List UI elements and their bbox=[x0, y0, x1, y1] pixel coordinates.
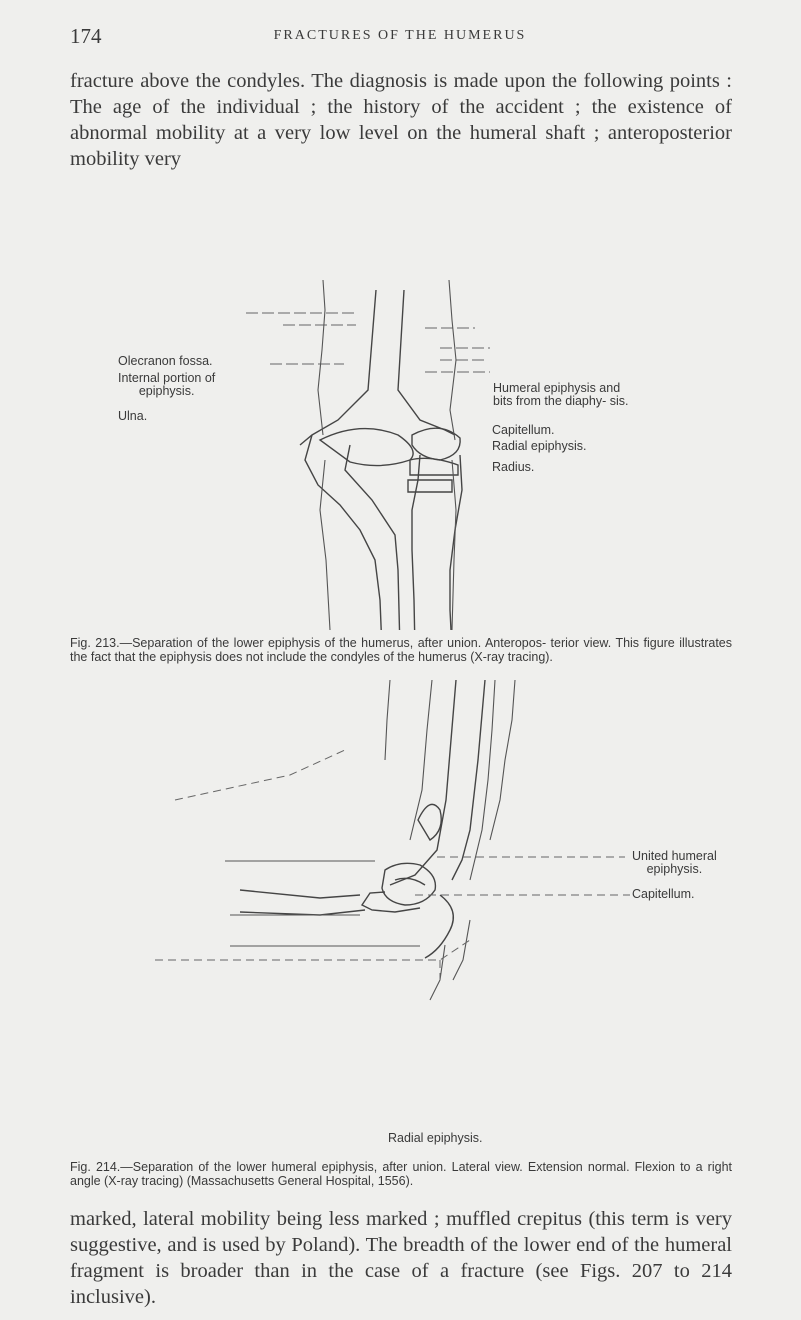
figure-214-caption: Fig. 214.—Separation of the lower humera… bbox=[70, 1160, 732, 1188]
page-number: 174 bbox=[70, 24, 102, 48]
label-radial-epiphysis: Radial epiphysis. bbox=[492, 439, 587, 453]
page-header: 174 FRACTURES OF THE HUMERUS bbox=[70, 24, 730, 54]
paragraph-top: fracture above the condyles. The diagnos… bbox=[70, 70, 732, 170]
figure-214: United humeral epiphysis. Capitellum. Ra… bbox=[0, 680, 801, 1150]
paragraph-bottom: marked, lateral mobility being less mark… bbox=[70, 1208, 732, 1308]
label-humeral-epiphysis: Humeral epiphysis and bits from the diap… bbox=[493, 381, 629, 408]
label-radial-epiphysis-2: Radial epiphysis. bbox=[388, 1131, 483, 1145]
label-capitellum-2: Capitellum. bbox=[632, 887, 695, 901]
label-united-line1: United humeral bbox=[632, 849, 717, 863]
figure-213: Olecranon fossa. Internal portion of epi… bbox=[0, 270, 801, 630]
figure-213-caption: Fig. 213.—Separation of the lower epiphy… bbox=[70, 636, 732, 664]
figure-214-drawing bbox=[155, 680, 630, 1001]
figure-213-drawing bbox=[246, 279, 490, 630]
label-internal-portion-line2: epiphysis. bbox=[138, 384, 195, 398]
running-head: FRACTURES OF THE HUMERUS bbox=[273, 28, 527, 43]
label-internal-portion: Internal portion of epiphysis. bbox=[118, 372, 215, 398]
label-olecranon-fossa: Olecranon fossa. bbox=[118, 354, 213, 368]
label-ulna: Ulna. bbox=[118, 409, 148, 423]
label-united-line2: epiphysis. bbox=[646, 862, 703, 876]
label-internal-portion-line1: Internal portion of bbox=[118, 371, 216, 385]
label-united-humeral-epiphysis: United humeral epiphysis. bbox=[632, 850, 717, 876]
label-capitellum: Capitellum. bbox=[492, 423, 555, 437]
label-radius: Radius. bbox=[492, 460, 535, 474]
